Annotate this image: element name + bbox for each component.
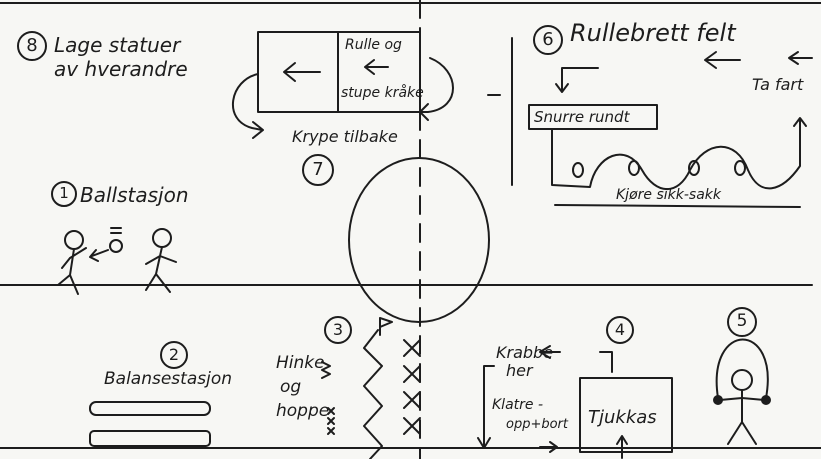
- station8-number: 8: [22, 35, 42, 56]
- climb-label-line1: Klatre -: [492, 398, 543, 413]
- slalom-label: Kjøre sikk-sakk: [616, 188, 721, 203]
- station6-corner-arrow: [789, 52, 812, 64]
- station5-number: 5: [732, 311, 752, 331]
- cone-1: [573, 163, 583, 177]
- balance-beam-2: [90, 431, 210, 446]
- station3-label-line2: og: [280, 378, 301, 397]
- station1-number: 1: [56, 184, 72, 202]
- station2-number: 2: [164, 345, 184, 364]
- station8-title-line1: Lage statuer: [54, 34, 180, 56]
- climb-arrow: [540, 442, 557, 452]
- jumper-head: [732, 370, 752, 390]
- balance-beam-1: [90, 402, 210, 415]
- cone-2: [629, 161, 639, 175]
- hop-crosses: [404, 340, 420, 434]
- station7-box-line1: Rulle og: [345, 38, 402, 53]
- station2-title: Balansestasjon: [104, 370, 232, 389]
- ta-fart-label: Ta fart: [752, 76, 803, 94]
- crawl-label-line1: Krabbe: [496, 344, 553, 362]
- ball-icon: [110, 240, 122, 252]
- ball-arrow: [90, 250, 108, 261]
- station4-number: 4: [610, 320, 630, 339]
- ball-motion-marks: [111, 228, 121, 233]
- station1-child-right: [146, 229, 176, 292]
- station1-title: Ballstasjon: [80, 184, 189, 206]
- station7-number: 7: [308, 159, 328, 180]
- station7-caption: Krype tilbake: [292, 128, 398, 146]
- hopscotch-zigzag: [364, 330, 382, 459]
- station7-left-arrow: [284, 63, 320, 81]
- crawl-label-line2: her: [506, 362, 533, 380]
- mat-label: Tjukkas: [588, 408, 657, 428]
- snurre-label: Snurre rundt: [534, 109, 629, 126]
- station7-box-line2: stupe kråke: [341, 86, 424, 101]
- station6-number: 6: [538, 29, 558, 50]
- snurre-arrow: [556, 68, 598, 92]
- station7-return-loop-right: [420, 58, 453, 120]
- slalom-floor-line: [555, 205, 800, 207]
- station7-inner-arrow: [365, 60, 388, 74]
- cone-4: [735, 161, 745, 175]
- start-flag: [380, 318, 392, 335]
- station3-number: 3: [328, 320, 348, 339]
- station3-label-line1: Hinke: [276, 354, 325, 373]
- station3-label-line3: hoppe: [276, 402, 329, 421]
- station6-title: Rullebrett felt: [570, 20, 736, 46]
- station8-title-line2: av hverandre: [54, 58, 188, 80]
- climb-label-line2: opp+bort: [506, 418, 568, 432]
- jumper-body: [720, 390, 764, 444]
- station6-direction-arrow: [705, 52, 740, 68]
